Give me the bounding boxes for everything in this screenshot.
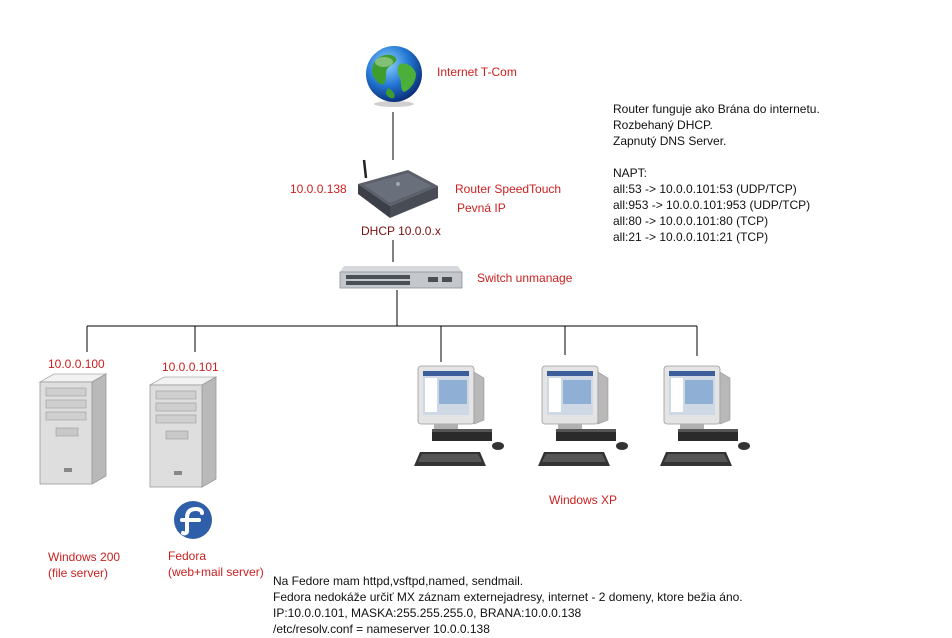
- router-note-line: all:953 -> 10.0.0.101:953 (UDP/TCP): [613, 198, 811, 212]
- switch-icon: [339, 266, 463, 289]
- switch-label: Switch unmanage: [477, 271, 573, 285]
- router-note-line: [613, 149, 820, 165]
- globe-icon: [366, 46, 422, 107]
- router-static-ip-label: Pevná IP: [457, 201, 506, 215]
- router-ip-label: 10.0.0.138: [290, 182, 347, 196]
- server2-name-line2: (web+mail server): [168, 565, 264, 579]
- router-notes: Router funguje ako Brána do internetu. R…: [613, 101, 820, 245]
- router-note-line: NAPT:: [613, 166, 648, 180]
- router-note-line: all:21 -> 10.0.0.101:21 (TCP): [613, 230, 769, 244]
- fedora-logo-icon: [174, 501, 212, 539]
- router-note-line: Zapnutý DNS Server.: [613, 134, 727, 148]
- clients-label: Windows XP: [549, 493, 618, 507]
- workstation-icon: [660, 365, 750, 466]
- router-note-line: all:80 -> 10.0.0.101:80 (TCP): [613, 214, 769, 228]
- fedora-notes: Na Fedore mam httpd,vsftpd,named, sendma…: [273, 573, 743, 637]
- router-name-label: Router SpeedTouch: [455, 182, 562, 196]
- server2-name-line1: Fedora: [168, 549, 207, 563]
- server1-name-line1: Windows 200: [48, 550, 121, 564]
- router-dhcp-label: DHCP 10.0.0.x: [361, 224, 441, 238]
- router-note-line: Rozbehaný DHCP.: [613, 118, 713, 132]
- server-tower-icon: [148, 376, 218, 488]
- server1-name-line2: (file server): [48, 566, 109, 580]
- router-icon: [358, 159, 438, 218]
- router-note-line: Router funguje ako Brána do internetu.: [613, 102, 820, 116]
- workstation-icon: [538, 365, 628, 466]
- internet-label: Internet T-Com: [437, 65, 517, 79]
- server1-ip-label: 10.0.0.100: [48, 357, 105, 371]
- router-note-line: all:53 -> 10.0.0.101:53 (UDP/TCP): [613, 182, 797, 196]
- fedora-note-line: Na Fedore mam httpd,vsftpd,named, sendma…: [273, 574, 524, 588]
- server-tower-icon: [38, 373, 108, 485]
- fedora-note-line: /etc/resolv.conf = nameserver 10.0.0.138: [273, 622, 490, 636]
- fedora-note-line: IP:10.0.0.101, MASKA:255.255.255.0, BRAN…: [273, 606, 582, 620]
- server2-ip-label: 10.0.0.101: [162, 360, 219, 374]
- workstation-icon: [414, 365, 504, 466]
- fedora-note-line: Fedora nedokáže určiť MX záznam externej…: [273, 590, 743, 604]
